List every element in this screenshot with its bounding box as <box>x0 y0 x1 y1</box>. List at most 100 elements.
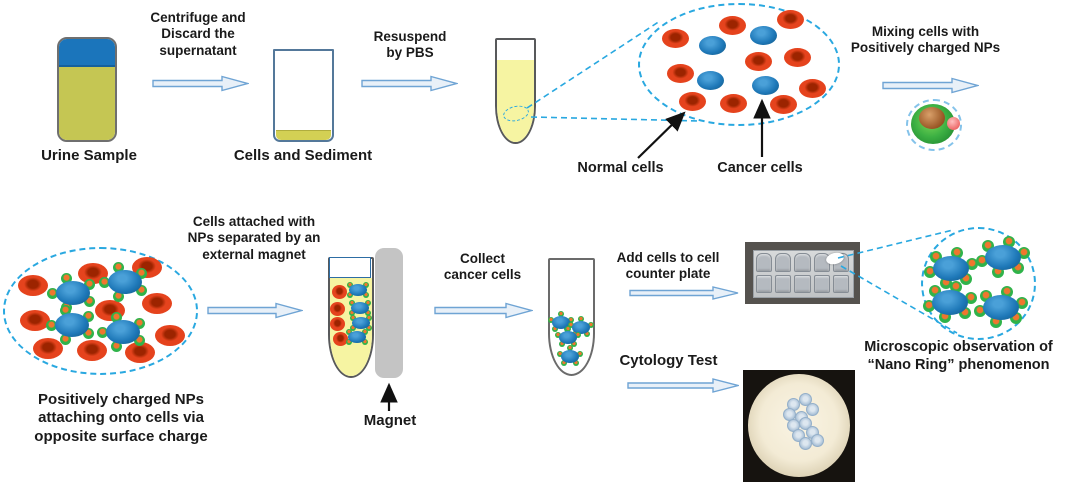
normal-cell <box>33 337 63 359</box>
cells-sediment-label: Cells and Sediment <box>233 147 373 164</box>
nanoparticle-dot <box>113 262 125 274</box>
cancer-cells-label: Cancer cells <box>717 160 803 176</box>
urine-liquid <box>59 67 115 140</box>
nanoparticle-dot <box>133 317 145 329</box>
nanoparticle-dot <box>364 310 371 317</box>
nanoparticle-dot <box>565 325 571 332</box>
nanoparticle-dot <box>347 292 354 299</box>
nanoparticle-dot <box>365 325 372 332</box>
nanoparticle-dot <box>113 290 125 302</box>
cancer-cell <box>348 331 366 343</box>
nanoparticle-dot <box>47 287 59 299</box>
cytology-photo <box>743 370 855 482</box>
magnet-label: Magnet <box>363 412 417 429</box>
nanoparticle-dot <box>573 359 580 366</box>
normal-cell <box>142 292 172 314</box>
normal-cell <box>678 91 706 111</box>
arrow-separation <box>207 302 303 319</box>
nanoparticle-dot <box>82 328 94 340</box>
nanoparticle-dot <box>558 340 565 347</box>
magnet-tube-cap <box>329 257 371 278</box>
cancer-cell <box>559 330 577 344</box>
normal-cell <box>329 317 345 331</box>
normal-cell <box>744 51 772 71</box>
nanoparticle-dot <box>346 328 353 335</box>
np-core <box>919 107 945 129</box>
np-mixture-ellipse <box>3 247 198 375</box>
step-separation-label: Cells attached with NPs separated by an … <box>187 214 321 262</box>
normal-cell <box>718 15 746 35</box>
nanoparticle-dot <box>551 325 558 332</box>
step-centrifuge-label: Centrifuge and Discard the supernatant <box>150 10 246 58</box>
step-collect-label: Collect cancer cells <box>443 251 522 283</box>
nanoparticle-dot <box>567 321 574 328</box>
nanoparticle-dot <box>568 316 575 323</box>
np-ligand <box>947 117 960 130</box>
nanoparticle-dot <box>350 314 357 321</box>
normal-cell <box>331 285 347 299</box>
nanoparticle-dot <box>135 267 147 279</box>
cancer-cell <box>56 281 90 305</box>
nanoparticle-dot <box>362 281 369 288</box>
cancer-cell <box>106 320 140 344</box>
sediment <box>276 130 331 140</box>
nanoparticle-dot <box>571 340 578 347</box>
nanoparticle-dot <box>60 305 72 317</box>
nanoparticle-dot <box>349 310 356 317</box>
nanoparticle-dot <box>135 285 147 297</box>
step-add-cells-label: Add cells to cell counter plate <box>616 250 720 282</box>
cancer-cell <box>108 270 142 294</box>
cancer-cell <box>932 289 968 315</box>
stained-cell <box>810 433 824 447</box>
normal-cell <box>20 309 50 331</box>
cancer-cell <box>552 315 570 329</box>
nanoparticle-dot <box>83 278 95 290</box>
nanoparticle-dot <box>362 292 369 299</box>
nano-ring-label: Microscopic observation of “Nano Ring” p… <box>864 339 1053 373</box>
cancer-cell <box>751 75 779 95</box>
normal-cell <box>776 9 804 29</box>
step-cytology-label: Cytology Test <box>619 352 718 369</box>
nanoparticle-dot <box>111 340 123 352</box>
stained-cell <box>805 402 819 416</box>
urine-sample-label: Urine Sample <box>41 147 137 164</box>
normal-cells-arrow <box>637 111 686 159</box>
nanoparticle-dot <box>577 350 584 357</box>
nanoparticle-dot <box>349 299 356 306</box>
arrow-resuspend <box>361 75 458 92</box>
urine-sample-container <box>57 37 117 142</box>
cell-counter-plate-photo <box>745 242 860 304</box>
nanoparticle-dot <box>97 326 109 338</box>
nanoparticle-dot <box>578 315 584 322</box>
sediment-beaker <box>273 49 334 142</box>
nanoparticle-dot <box>584 330 591 337</box>
normal-cell <box>329 302 345 316</box>
normal-cell <box>18 274 48 296</box>
nanoparticle-dot <box>365 314 372 321</box>
normal-cell <box>125 341 155 363</box>
nanoparticle-icon <box>906 99 962 151</box>
cancer-cell <box>561 349 579 363</box>
arrow-centrifuge <box>152 75 249 92</box>
step-resuspend-label: Resuspend by PBS <box>373 29 447 61</box>
nanoparticle-dot <box>554 331 561 338</box>
normal-cell <box>661 28 689 48</box>
nanoparticle-dot <box>60 333 72 345</box>
nanoparticle-dot <box>556 350 563 357</box>
stained-cell <box>798 392 812 406</box>
cancer-cell <box>933 255 969 281</box>
nanoparticle-dot <box>111 312 123 324</box>
normal-cell <box>783 47 811 67</box>
arrow-mixing <box>882 77 979 94</box>
nanoparticle-dot <box>588 321 595 328</box>
nanoparticle-dot <box>61 273 73 285</box>
nanoparticle-dot <box>567 344 573 351</box>
normal-cell <box>77 339 107 361</box>
cancer-cell <box>55 313 89 337</box>
nanoparticle-dot <box>547 316 554 323</box>
cancer-cell <box>698 35 726 55</box>
nanoparticle-dot <box>575 331 582 338</box>
np-spikes <box>906 99 962 151</box>
stained-cell <box>798 436 812 450</box>
nanoparticle-dot <box>347 281 354 288</box>
